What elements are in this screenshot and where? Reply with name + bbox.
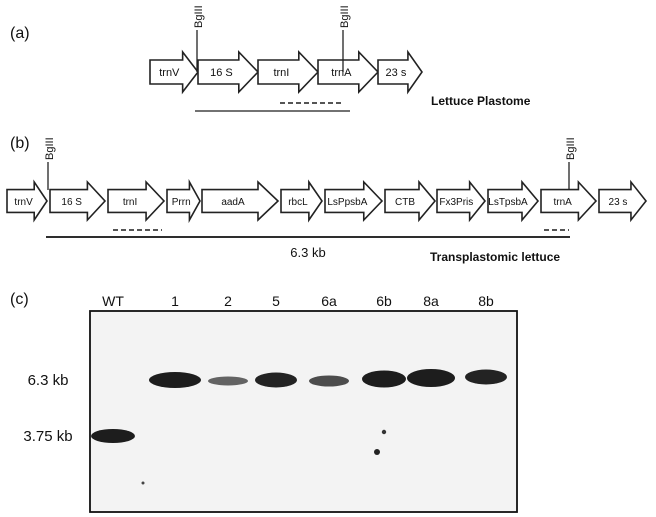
blot-speck-2 [374, 449, 380, 455]
lane-label-5: 6b [376, 293, 392, 309]
panel-c-label: (c) [10, 291, 29, 308]
size-marker-6-3kb: 6.3 kb [28, 372, 69, 389]
panel-a-gene-0-arrow [149, 49, 200, 95]
panel-b-label: (b) [10, 135, 30, 152]
panel-b-gene-6-arrow [324, 180, 384, 222]
panel-b-gene-4-label: aadA [221, 197, 245, 208]
panel-a-gene-4-arrow [377, 49, 423, 95]
band-lane-1 [149, 372, 201, 388]
panel-a-gene-1-arrow [197, 50, 260, 94]
panel-b-gene-5-label: rbcL [288, 197, 308, 208]
panel-a-gene-2-arrow [257, 50, 320, 94]
panel-b-site-label-1: BgIII [44, 137, 56, 160]
panel-b-gene-0-label: trnV [14, 197, 33, 208]
panel-b-site-label-2: BgIII [565, 137, 577, 160]
panel-a-caption: Lettuce Plastome [431, 94, 531, 108]
blot-speck-1 [381, 429, 387, 435]
band-wt [91, 429, 135, 443]
panel-a-gene-2-label: trnI [273, 67, 289, 79]
panel-b-gene-4-arrow [201, 180, 280, 222]
panel-b-gene-11-arrow [598, 179, 648, 223]
band-lane-6b [362, 370, 406, 388]
panel-b-gene-1-arrow [49, 179, 107, 223]
blot-membrane [89, 310, 518, 513]
panel-a-gene-3-label: trnA [331, 67, 352, 79]
panel-b-fragment-label: 6.3 kb [290, 245, 325, 260]
lane-label-0: WT [102, 293, 124, 309]
panel-b-gene-8-arrow [436, 179, 487, 223]
panel-b-gene-10-label: trnA [554, 197, 573, 208]
band-lane-2 [208, 376, 248, 386]
panel-b-caption: Transplastomic lettuce [430, 250, 560, 264]
panel-b-gene-1-label: 16 S [61, 197, 82, 208]
panel-b-gene-6-label: LsPpsbA [327, 197, 367, 208]
band-lane-6a [309, 375, 349, 387]
band-lane-8b [465, 369, 507, 385]
band-lane-5 [255, 372, 297, 388]
panel-b-gene-7-arrow [384, 179, 437, 223]
band-lane-8a [407, 369, 455, 387]
panel-a-gene-4-label: 23 s [386, 67, 407, 79]
panel-b-gene-9-label: LsTpsbA [488, 197, 528, 208]
panel-b-gene-2-arrow [107, 179, 166, 223]
lane-label-7: 8b [478, 293, 494, 309]
lane-label-1: 1 [171, 293, 179, 309]
lane-label-2: 2 [224, 293, 232, 309]
panel-b-gene-5-arrow [280, 179, 323, 223]
panel-b-gene-8-label: Fx3Pris [439, 197, 473, 208]
panel-b-gene-3-label: Prrn [172, 197, 191, 208]
panel-b-gene-3-arrow [166, 178, 201, 224]
panel-b-gene-7-label: CTB [395, 197, 415, 208]
panel-a-site-label-1: BgIII [193, 5, 205, 28]
panel-b-gene-map: trnV 16 S trnI Prrn aadA rbcL LsPpsbA CTB Fx3Pri… [6, 178, 648, 224]
panel-b-gene-9-arrow [487, 179, 540, 223]
panel-a-gene-1-label: 16 S [210, 67, 233, 79]
lane-label-6: 8a [423, 293, 439, 309]
panel-b-gene-0-arrow [6, 179, 48, 223]
panel-b-gene-10-arrow [540, 179, 598, 223]
size-marker-3-75kb: 3.75 kb [23, 428, 72, 445]
panel-a-gene-0-label: trnV [159, 67, 180, 79]
panel-a-label: (a) [10, 25, 30, 42]
panel-a-site-label-2: BgIII [339, 5, 351, 28]
lane-label-3: 5 [272, 293, 280, 309]
panel-b-gene-11-label: 23 s [609, 197, 628, 208]
panel-b-gene-2-label: trnI [123, 197, 137, 208]
blot-speck-3 [141, 481, 145, 485]
panel-a-gene-map: trnV 16 S trnI trnA 23 s [149, 49, 423, 95]
panel-a-gene-3-arrow [317, 50, 380, 94]
panel-c-lane-labels: WT 1 2 5 6a 6b 8a 8b [102, 293, 494, 309]
lane-label-4: 6a [321, 293, 337, 309]
